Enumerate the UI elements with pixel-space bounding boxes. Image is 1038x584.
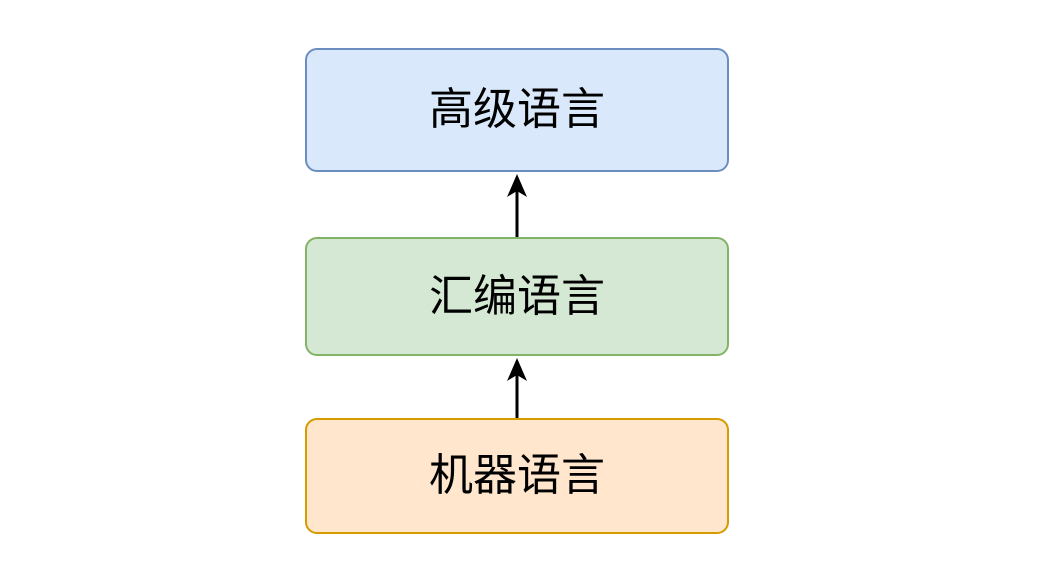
node-assembly-language-label: 汇编语言 xyxy=(429,271,605,321)
node-high-level-language-label: 高级语言 xyxy=(429,85,605,134)
node-machine-language[interactable]: 机器语言 xyxy=(305,418,729,534)
edge-assembly-to-high-level-arrowhead xyxy=(507,174,527,197)
node-machine-language-label: 机器语言 xyxy=(429,451,605,500)
edge-machine-to-assembly-arrowhead xyxy=(507,358,527,381)
node-high-level-language[interactable]: 高级语言 xyxy=(305,48,729,172)
edge-assembly-to-high-level[interactable] xyxy=(494,172,540,237)
edge-machine-to-assembly[interactable] xyxy=(494,356,540,418)
node-assembly-language[interactable]: 汇编语言 xyxy=(305,237,729,356)
